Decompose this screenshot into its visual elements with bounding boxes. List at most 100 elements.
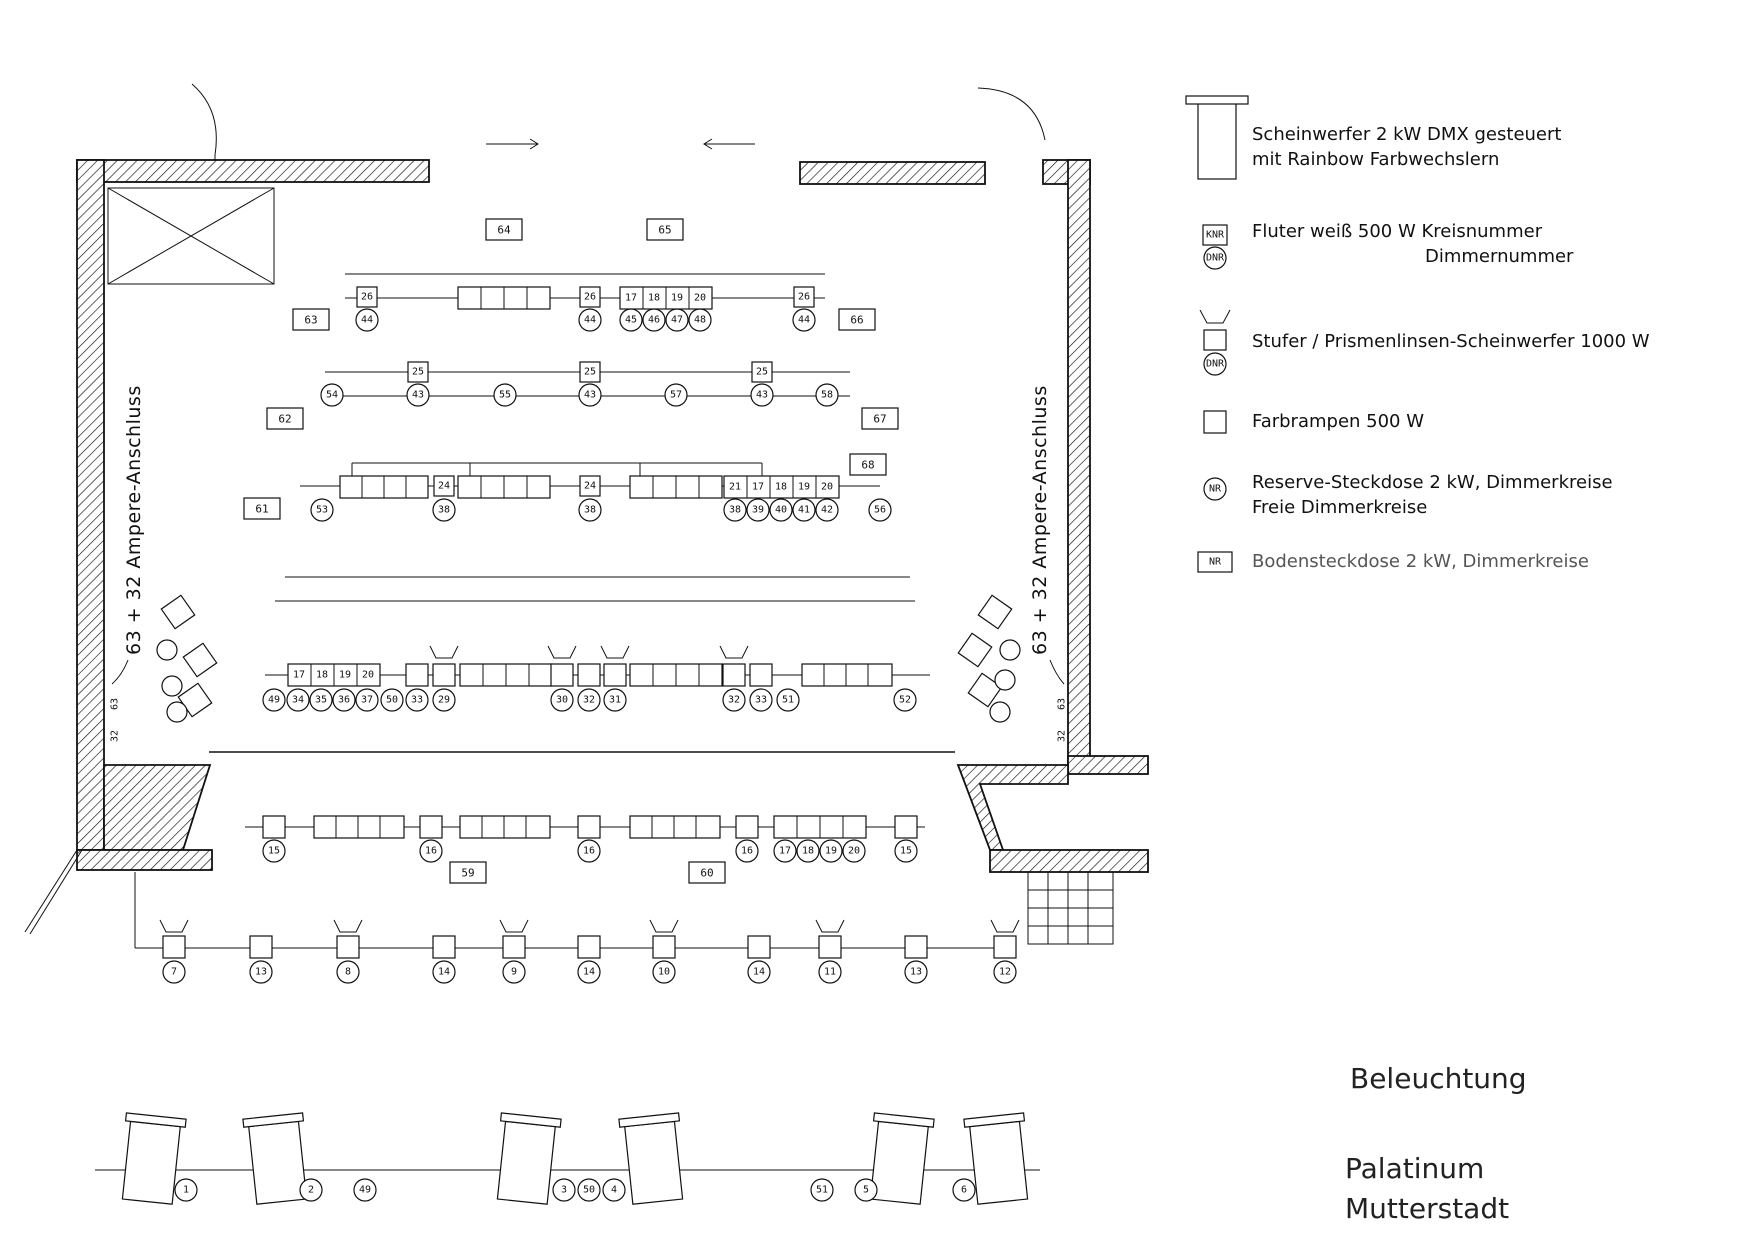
dimmer-label: 38: [438, 505, 450, 516]
row-2-fixtures: 25 43 25 43 25 43 54 55 57 58: [320, 361, 839, 407]
floor-socket-label: 62: [278, 413, 291, 426]
dimmer-label: 41: [798, 505, 810, 516]
dimmer-label: 47: [671, 315, 683, 326]
floor-socket-label: 65: [658, 224, 671, 237]
floor-socket-label: 67: [873, 413, 886, 426]
dimmer-label: 13: [910, 967, 922, 978]
dimmer-label: 10: [658, 967, 670, 978]
dimmer-label: 52: [899, 695, 911, 706]
reserve-label: 55: [499, 390, 511, 401]
dimmer-label: 29: [438, 695, 450, 706]
fluter-circuit-label: 25: [584, 367, 596, 378]
dimmer-label: 44: [584, 315, 596, 326]
left-connection-label: 63 + 32 Ampere-Anschluss: [123, 385, 145, 655]
floor-socket-label: 59: [461, 867, 474, 880]
legend-boden: Bodensteckdose 2 kW, Dimmerkreise: [1252, 551, 1589, 572]
fluter-circuit-label: 21: [729, 482, 741, 493]
fluter-circuit-label: 17: [752, 482, 764, 493]
right-connection-label: 63 + 32 Ampere-Anschluss: [1029, 385, 1051, 655]
legend-fluter: Fluter weiß 500 W Kreisnummer Dimmernumm…: [1252, 219, 1573, 269]
socket-32-label: 32: [110, 730, 121, 742]
dimmer-label: 50: [583, 1185, 595, 1196]
floor-socket-label: 68: [861, 459, 874, 472]
dimmer-label: 13: [255, 967, 267, 978]
socket-32-label: 32: [1057, 730, 1068, 742]
floor-socket-label: 61: [255, 503, 268, 516]
reserve-label: 57: [670, 390, 682, 401]
dimmer-label: 9: [511, 967, 517, 978]
legend-reserve-line1: Reserve-Steckdose 2 kW, Dimmerkreise: [1252, 472, 1613, 493]
legend-scheinwerfer: Scheinwerfer 2 kW DMX gesteuert mit Rain…: [1252, 122, 1561, 172]
fluter-circuit-label: 25: [756, 367, 768, 378]
dimmer-label: 6: [961, 1185, 967, 1196]
dimmer-label: 46: [648, 315, 660, 326]
floor-socket-label: 60: [700, 867, 713, 880]
row-3-fixtures: 24 38 24 38 21 17 18 19 20 38 39 40 41 4…: [310, 475, 892, 522]
legend-stufer: Stufer / Prismenlinsen-Scheinwerfer 1000…: [1252, 331, 1650, 352]
dimmer-label: 48: [694, 315, 706, 326]
venue-name: Palatinum: [1345, 1152, 1485, 1185]
dimmer-label: 43: [584, 390, 596, 401]
legend-symbols: KNR DNR DNR NR NR: [1185, 95, 1249, 573]
dimmer-label: 11: [824, 967, 836, 978]
legend-stufer-tag: DNR: [1206, 359, 1225, 370]
fluter-circuit-label: 24: [438, 481, 450, 492]
dimmer-label: 51: [782, 695, 794, 706]
floor-sockets: 64 65 63 66 62 67 61 68 59 60: [243, 218, 899, 884]
legend-fluter-line1: Fluter weiß 500 W Kreisnummer: [1252, 221, 1543, 242]
dimmer-label: 38: [729, 505, 741, 516]
dimmer-label: 43: [412, 390, 424, 401]
dimmer-label: 32: [583, 695, 595, 706]
dimmer-label: 15: [268, 846, 280, 857]
fluter-circuit-label: 24: [584, 481, 596, 492]
dimmer-label: 3: [561, 1185, 567, 1196]
dimmer-label: 45: [625, 315, 637, 326]
fluter-circuit-label: 19: [798, 482, 810, 493]
dimmer-label: 37: [361, 695, 373, 706]
dimmer-label: 16: [741, 846, 753, 857]
dimmer-label: 7: [171, 967, 177, 978]
dimmer-label: 20: [848, 846, 860, 857]
dimmer-label: 36: [338, 695, 350, 706]
dimmer-label: 14: [438, 967, 450, 978]
dimmer-label: 33: [411, 695, 423, 706]
elevation-view: 1 2 49 3 50 4 51 5 6: [121, 1112, 1029, 1205]
legend-fluter-tag-bottom: DNR: [1206, 253, 1225, 264]
fluter-circuit-label: 17: [625, 293, 637, 304]
reserve-label: 53: [316, 505, 328, 516]
fluter-circuit-label: 20: [694, 293, 706, 304]
dimmer-label: 31: [609, 695, 621, 706]
legend-reserve: Reserve-Steckdose 2 kW, Dimmerkreise Fre…: [1252, 470, 1613, 520]
dimmer-label: 33: [755, 695, 767, 706]
dimmer-label: 32: [728, 695, 740, 706]
dimmer-label: 34: [292, 695, 304, 706]
legend-boden-tag: NR: [1209, 557, 1222, 568]
fluter-circuit-label: 26: [361, 292, 373, 303]
dimmer-label: 50: [386, 695, 398, 706]
fluter-circuit-label: 19: [671, 293, 683, 304]
legend-farbrampen: Farbrampen 500 W: [1252, 411, 1425, 432]
dimmer-label: 49: [359, 1185, 371, 1196]
legend-reserve-tag: NR: [1209, 484, 1222, 495]
fluter-circuit-label: 26: [584, 292, 596, 303]
floor-socket-label: 63: [304, 314, 317, 327]
floor-socket-label: 64: [497, 224, 511, 237]
dimmer-label: 49: [268, 695, 280, 706]
dimmer-label: 2: [308, 1185, 314, 1196]
legend-scheinwerfer-line1: Scheinwerfer 2 kW DMX gesteuert: [1252, 124, 1562, 145]
walls: [76, 159, 1149, 873]
dimmer-label: 43: [756, 390, 768, 401]
dimmer-label: 1: [183, 1185, 189, 1196]
dimmer-label: 15: [900, 846, 912, 857]
dimmer-label: 16: [425, 846, 437, 857]
legend-reserve-line2: Freie Dimmerkreise: [1252, 497, 1428, 518]
fluter-circuit-label: 18: [775, 482, 787, 493]
dimmer-label: 19: [825, 846, 837, 857]
dimmer-label: 17: [779, 846, 791, 857]
dimmer-label: 44: [798, 315, 810, 326]
floor-socket-label: 66: [850, 314, 863, 327]
front-bar-fixtures: 15 16 16 16 17 18 19 20 15: [262, 815, 918, 863]
fluter-circuit-label: 20: [362, 670, 374, 681]
fluter-circuit-label: 20: [821, 482, 833, 493]
